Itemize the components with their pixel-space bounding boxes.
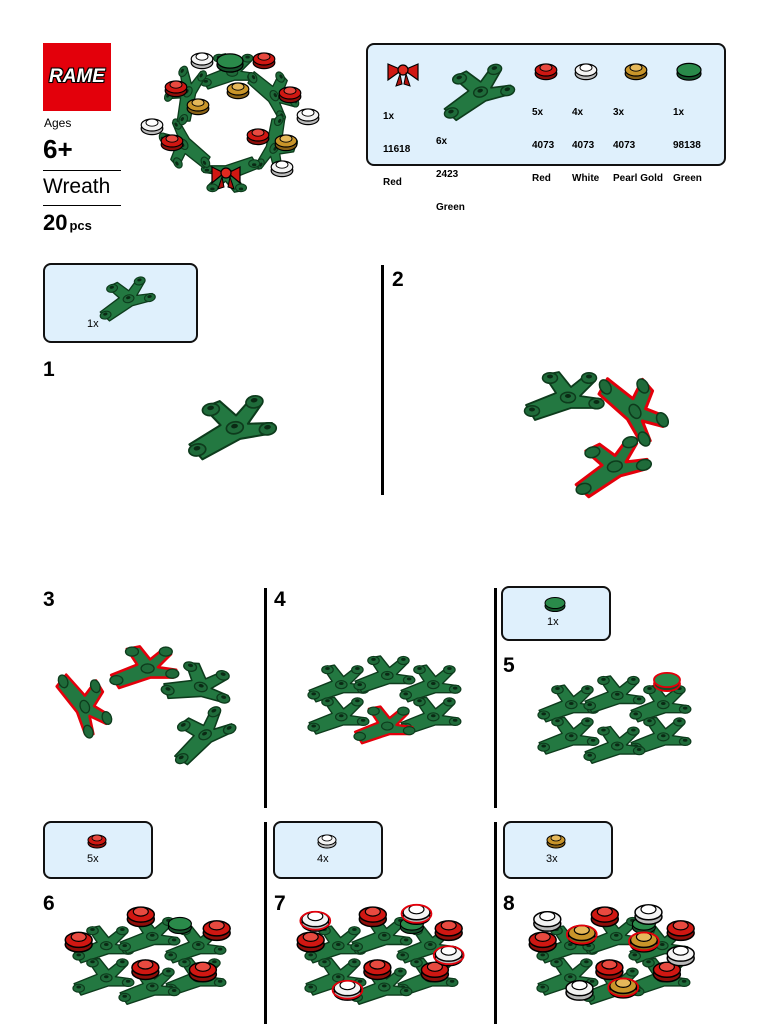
step-3-number: 3 <box>43 588 55 611</box>
step-6-model <box>64 906 231 1013</box>
round-plate-icon <box>574 63 598 81</box>
inventory-color: Red <box>532 173 551 184</box>
step-8-model <box>528 904 695 1013</box>
inventory-part-number: 4073 <box>572 140 595 151</box>
step-divider <box>494 588 497 808</box>
set-name: Wreath <box>43 175 111 198</box>
round-plate-icon <box>317 834 337 849</box>
leaf-plate-icon <box>434 59 520 124</box>
step-6-callout-qty: 5x <box>87 853 99 865</box>
step-7-callout <box>273 821 383 879</box>
inventory-item-bow: 1x 11618 Red <box>383 89 410 199</box>
inventory-qty: 3x <box>613 107 625 118</box>
step-1-number: 1 <box>43 358 55 381</box>
step-8-callout-qty: 3x <box>546 853 558 865</box>
bow-icon <box>211 166 241 190</box>
inventory-color: White <box>572 173 600 184</box>
inventory-part-number: 11618 <box>383 144 411 155</box>
step-divider <box>264 822 267 1024</box>
ages-label: Ages <box>44 116 72 130</box>
inventory-item-green-tile: 1x 98138 Green <box>673 85 702 195</box>
step-7-number: 7 <box>274 892 286 915</box>
inventory-part-number: 2423 <box>436 169 459 180</box>
leaf-plate-icon <box>92 273 159 324</box>
step-7-callout-qty: 4x <box>317 853 329 865</box>
inventory-qty: 4x <box>572 107 584 118</box>
step-2-model <box>523 359 677 501</box>
inventory-qty: 5x <box>532 107 544 118</box>
round-tile-icon <box>544 597 566 612</box>
round-plate-icon <box>546 834 566 849</box>
brand-logo: RAME <box>43 43 111 111</box>
step-5-callout-qty: 1x <box>547 616 559 628</box>
step-5-model <box>515 671 715 770</box>
round-plate-icon <box>87 834 107 849</box>
step-1-callout-qty: 1x <box>87 318 99 330</box>
inventory-color: Red <box>383 177 402 188</box>
inventory-item-white-plate: 4x 4073 White <box>572 85 599 195</box>
step-8-callout <box>503 821 613 879</box>
finished-wreath-image <box>140 52 320 193</box>
step-6-callout <box>43 821 153 879</box>
inventory-part-number: 98138 <box>673 140 701 151</box>
inventory-item-gold-plate: 3x 4073 Pearl Gold <box>613 85 663 195</box>
step-6-number: 6 <box>43 892 55 915</box>
inventory-color: Pearl Gold <box>613 173 664 184</box>
step-7-model <box>296 903 465 1013</box>
inventory-item-red-plate: 5x 4073 Red <box>532 85 554 195</box>
divider <box>43 205 121 206</box>
inventory-item-leaf: 6x 2423 Green <box>436 114 465 224</box>
step-divider <box>381 265 384 495</box>
step-5-callout <box>501 586 611 641</box>
step-3-model <box>52 645 243 770</box>
step-5-number: 5 <box>503 654 515 677</box>
inventory-qty: 6x <box>436 136 448 147</box>
inventory-qty: 1x <box>673 107 685 118</box>
step-1-model <box>180 391 281 463</box>
step-4-number: 4 <box>274 588 286 611</box>
brand-logo-text: RAME <box>49 66 105 87</box>
inventory-part-number: 4073 <box>613 140 636 151</box>
step-divider <box>494 822 497 1024</box>
inventory-part-number: 4073 <box>532 140 555 151</box>
step-2-number: 2 <box>392 268 404 291</box>
bow-icon <box>387 63 419 87</box>
step-4-model <box>307 655 462 745</box>
round-plate-icon <box>534 63 558 81</box>
piece-count-value: 20 <box>43 210 68 235</box>
step-divider <box>264 588 267 808</box>
piece-count-unit: pcs <box>69 218 92 233</box>
step-8-number: 8 <box>503 892 515 915</box>
inventory-qty: 1x <box>383 111 395 122</box>
inventory-color: Green <box>436 202 465 213</box>
ages-value: 6+ <box>43 134 73 164</box>
divider <box>43 170 121 171</box>
round-tile-icon <box>676 62 702 81</box>
inventory-color: Green <box>673 173 702 184</box>
round-plate-icon <box>624 63 648 81</box>
